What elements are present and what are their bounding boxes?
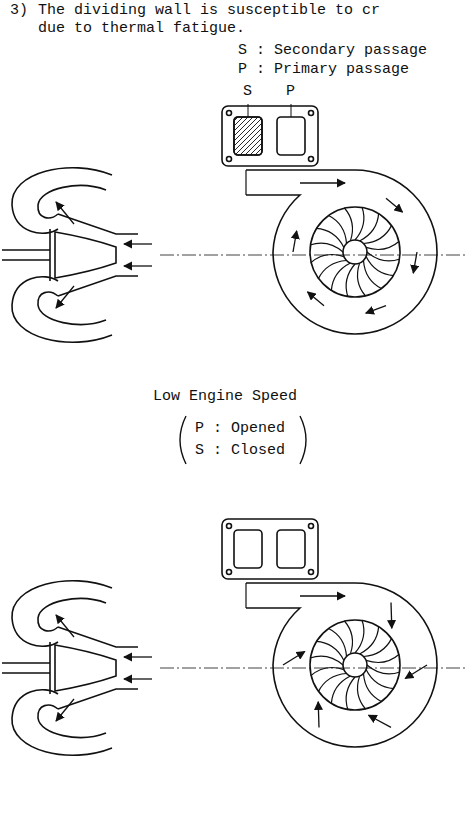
- note-text: The dividing wall is susceptible to cr d…: [38, 2, 398, 38]
- bracket: [300, 416, 306, 464]
- turbocharger-figure: [2, 106, 466, 342]
- state-text: P : Opened: [195, 420, 285, 438]
- turbocharger-figure: [2, 519, 466, 755]
- key-text: P : Primary passage: [238, 61, 409, 79]
- flow-arrows: [56, 596, 427, 727]
- closed-passage-hatch: [234, 117, 262, 155]
- passage-letter: P: [286, 83, 295, 101]
- leader-line: [248, 104, 291, 117]
- note-number: 3): [10, 2, 28, 20]
- bracket: [180, 416, 186, 464]
- state-text: S : Closed: [195, 442, 285, 460]
- passage-letter: S: [243, 83, 252, 101]
- state-heading: Low Engine Speed: [153, 388, 297, 406]
- key-text: S : Secondary passage: [238, 42, 427, 60]
- flow-arrows: [56, 183, 417, 313]
